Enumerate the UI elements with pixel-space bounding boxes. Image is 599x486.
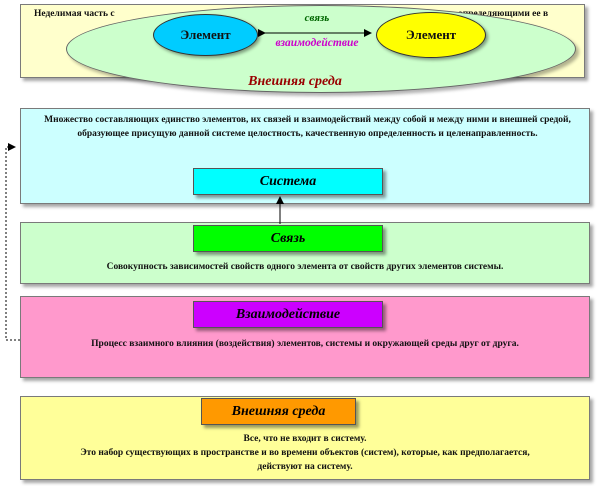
element-right-circle: Элемент (376, 12, 486, 58)
element-definition-text-right: определяющими ее в (458, 9, 549, 19)
system-definition-text: Множество составляющих единство элементо… (44, 115, 571, 139)
element-left-circle: Элемент (153, 14, 258, 56)
interaction-title: Взаимодействие (193, 301, 383, 328)
environment-definition-line2: Это набор существующих в пространстве и … (80, 448, 530, 472)
interaction-caption: взаимодействие (275, 37, 359, 49)
environment-title: Внешняя среда (201, 398, 356, 425)
interaction-definition-text: Процесс взаимного влияния (воздействия) … (91, 339, 519, 349)
link-title: Связь (193, 225, 383, 252)
environment-caption: Внешняя среда (248, 74, 342, 89)
system-title: Система (193, 168, 383, 195)
environment-ellipse (66, 5, 576, 93)
link-caption: связь (304, 12, 330, 24)
link-definition-text: Совокупность зависимостей свойств одного… (106, 262, 504, 272)
environment-definition-line1: Все, что не входит в систему. (243, 434, 367, 444)
element-right-label: Элемент (405, 27, 457, 42)
element-definition-text-left: Неделимая часть с (34, 9, 115, 19)
feedback-dotted-line (5, 143, 20, 341)
element-left-label: Элемент (180, 27, 231, 42)
